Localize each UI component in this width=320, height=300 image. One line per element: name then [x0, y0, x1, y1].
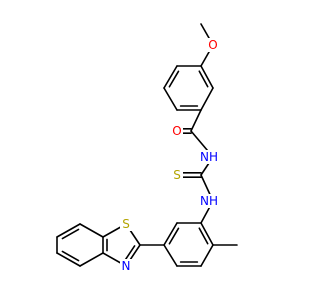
atom-label-background — [171, 168, 183, 182]
atom-labels-layer: O O NH S NH S N — [120, 38, 220, 273]
single-bond-a2-a3 — [200, 87, 214, 111]
single-bond-b2-b3 — [200, 244, 214, 267]
atom-nh_thiourea: NH — [198, 194, 220, 208]
atom-label-nitrogen: NH — [200, 194, 218, 208]
double-bond-a5-a6 — [163, 65, 178, 89]
single-bond-d4-c3a — [79, 252, 104, 267]
double-bond-a1-a2 — [200, 65, 214, 89]
single-bond-b4-b5 — [163, 244, 178, 267]
single-bond-c7a-d1 — [79, 223, 104, 238]
molecule-structure-diagram: O O NH S NH S N — [56, 23, 238, 273]
atom-n_thiazole: N — [120, 259, 132, 273]
double-bond-d3-d4-inner — [61, 250, 80, 262]
double-bond-d3-d4 — [56, 252, 81, 267]
atom-label-background — [120, 259, 132, 273]
double-bond-n3-c2-inner — [123, 245, 136, 262]
atom-label-background — [207, 38, 219, 52]
atom-label-nitrogen: NH — [200, 150, 218, 164]
atom-label-background — [120, 217, 132, 231]
double-bond-a1-a2-inner — [198, 70, 209, 88]
atom-label-sulfur: S — [122, 217, 130, 231]
bonds-layer — [56, 23, 238, 267]
atom-label-oxygen: O — [208, 38, 217, 52]
atom-label-background — [171, 124, 183, 138]
atom-label-oxygen: O — [172, 124, 181, 138]
double-bond-b5-b6-inner — [168, 227, 180, 245]
atom-o_methoxy: O — [207, 38, 219, 52]
atom-label-nitrogen: N — [122, 259, 131, 273]
double-bond-b5-b6 — [163, 222, 178, 246]
double-bond-d1-d2-inner — [61, 228, 80, 240]
atom-s_thione: S — [171, 168, 183, 182]
atom-label-background — [198, 194, 220, 208]
single-bond-a4-a5 — [163, 87, 178, 111]
atom-label-sulfur: S — [173, 168, 181, 182]
double-bond-b1-b2-inner — [198, 227, 209, 245]
double-bond-a5-a6-inner — [168, 70, 180, 88]
single-bond-a3-cc — [190, 109, 202, 132]
atom-nh_amide: NH — [198, 150, 220, 164]
atom-o_carbonyl: O — [171, 124, 183, 138]
atom-s_thiazole: S — [120, 217, 132, 231]
double-bond-b1-b2 — [200, 222, 214, 246]
atom-label-background — [198, 150, 220, 164]
double-bond-d1-d2 — [56, 223, 81, 238]
